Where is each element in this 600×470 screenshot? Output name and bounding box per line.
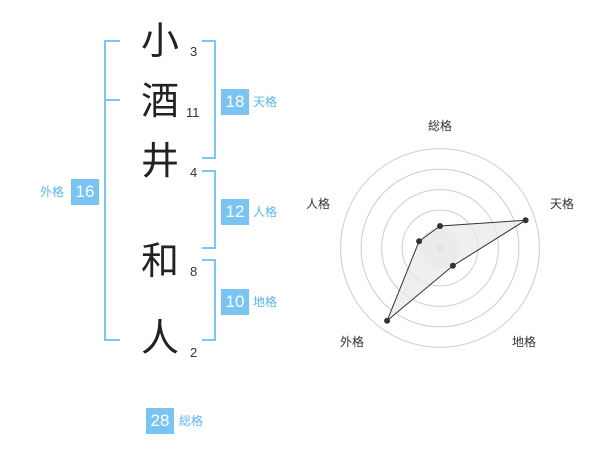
stroke-count-1: 3 [190,44,198,59]
gaikaku-bracket-top [104,40,120,42]
radar-axis-label-1: 総格 [428,118,452,133]
radar-point-4 [384,317,391,324]
chikaku-label: 地格 [253,295,278,309]
stroke-count-2: 11 [186,105,200,120]
chikaku-bracket-top [202,259,216,261]
radar-axis-label-4: 外格 [340,334,364,349]
stroke-count-5: 2 [190,345,198,360]
tenkaku-bracket-top [202,40,216,42]
jinkaku-bracket-bottom [202,247,216,249]
jinkaku-bracket-top [202,170,216,172]
stroke-count-4: 8 [190,264,198,279]
soukaku-label: 総格 [179,414,204,428]
jinkaku-badge: 12 [221,199,249,225]
soukaku-badge: 28 [146,408,174,434]
chikaku-badge: 10 [221,289,249,315]
name-char-2: 酒 [140,79,179,123]
radar-axis-label-3: 地格 [512,334,536,349]
gaikaku-bracket-bottom [104,339,120,341]
radar-data-polygon [386,219,526,322]
chikaku-bracket-vertical [214,259,216,341]
radar-axis-label-2: 天格 [550,196,574,211]
radar-point-5 [416,238,423,245]
name-char-5: 人 [140,316,179,360]
radar-point-2 [522,217,529,224]
radar-ring-2 [381,189,499,307]
tenkaku-label: 天格 [253,95,278,109]
radar-ring-3 [360,168,520,328]
tenkaku-bracket-vertical [214,40,216,159]
name-char-3: 井 [140,139,179,183]
name-char-4: 和 [140,239,179,283]
jinkaku-label: 人格 [253,205,278,219]
gaikaku-bracket-mid [104,99,120,101]
chikaku-bracket-bottom [202,339,216,341]
tenkaku-bracket-bottom [202,157,216,159]
jinkaku-bracket-vertical [214,170,216,249]
radar-point-1 [437,223,443,229]
gaikaku-bracket-vertical [104,40,106,341]
gaikaku-label: 外格 [40,185,65,199]
tenkaku-badge: 18 [221,89,249,115]
name-char-1: 小 [140,19,179,63]
radar-ring-4 [340,148,540,348]
stroke-count-3: 4 [190,165,198,180]
radar-axis-label-5: 人格 [306,196,330,211]
gaikaku-badge: 16 [71,179,99,205]
radar-point-3 [449,262,456,269]
